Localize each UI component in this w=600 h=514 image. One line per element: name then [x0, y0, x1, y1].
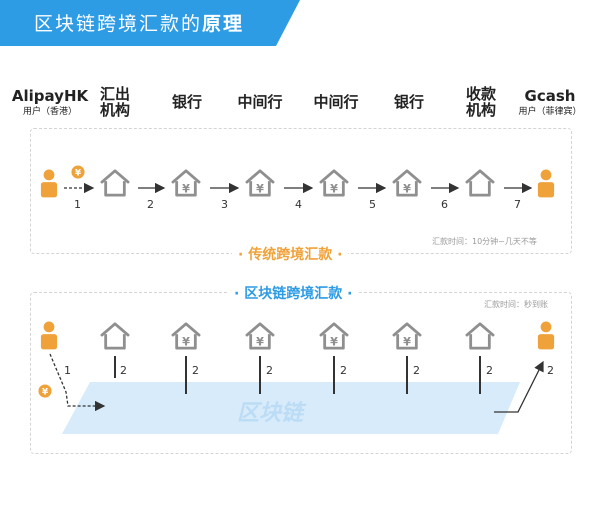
blockchain-plane: [62, 382, 520, 434]
blockchain-time-note: 汇款时间：秒到账: [484, 300, 548, 309]
step-number: 2: [340, 364, 347, 377]
house-icon: [100, 322, 130, 350]
title-bold: 原理: [202, 13, 245, 35]
column-label: 银行: [171, 93, 202, 111]
blockchain-label-text: 区块链跨境汇款: [244, 286, 343, 302]
step-number: 2: [486, 364, 493, 377]
bank-yen-icon: [392, 322, 422, 350]
step-number: 7: [514, 198, 521, 211]
column-remit-org: 汇出 机构: [90, 86, 140, 118]
column-label-2: 机构: [99, 101, 130, 119]
column-label: 银行: [393, 93, 424, 111]
column-bank-1: 银行: [162, 94, 212, 110]
bank-yen-icon: [171, 322, 201, 350]
column-label: 中间行: [313, 93, 359, 111]
column-intermediary-1: 中间行: [228, 94, 292, 110]
step-number: 5: [369, 198, 376, 211]
bank-yen-icon: [171, 169, 201, 197]
blockchain-watermark: 区块链: [237, 400, 307, 426]
receiver-person-icon: [537, 321, 555, 350]
traditional-time-note: 汇款时间：10分钟~几天不等: [432, 237, 537, 246]
column-receive-org: 收款 机构: [456, 86, 506, 118]
column-label: Gcash: [524, 87, 576, 105]
sender-person-icon: [40, 169, 58, 198]
step-number: 2: [192, 364, 199, 377]
sender-person-icon: [40, 321, 58, 350]
house-icon: [100, 169, 130, 197]
arrow-icon: [49, 353, 106, 412]
banner-shape: [0, 0, 300, 46]
house-icon: [465, 322, 495, 350]
page-title: 区块链跨境汇款的原理: [34, 9, 244, 36]
column-label-2: 机构: [465, 101, 496, 119]
step-number: 2: [120, 364, 127, 377]
bank-yen-icon: [319, 322, 349, 350]
column-label: 中间行: [237, 93, 283, 111]
bank-yen-icon: [319, 169, 349, 197]
step-number: 3: [221, 198, 228, 211]
column-label: 收款: [465, 85, 496, 103]
bank-yen-icon: [392, 169, 422, 197]
blockchain-label: · 区块链跨境汇款 ·: [228, 283, 359, 303]
column-alipayhk: AlipayHK 用户（香港）: [10, 88, 90, 120]
yen-coin-icon: [38, 384, 52, 398]
column-gcash: Gcash 用户（菲律宾）: [508, 88, 592, 120]
column-intermediary-2: 中间行: [304, 94, 368, 110]
column-label: 汇出: [99, 85, 130, 103]
step-number: 1: [74, 198, 81, 211]
step-number: 6: [441, 198, 448, 211]
column-label: AlipayHK: [11, 87, 89, 105]
column-sublabel: 用户（香港）: [22, 107, 77, 117]
bank-yen-icon: [245, 169, 275, 197]
yen-coin-icon: [71, 165, 85, 179]
column-sublabel: 用户（菲律宾）: [518, 107, 582, 117]
title-banner: 区块链跨境汇款的原理: [0, 0, 600, 46]
bank-yen-icon: [245, 322, 275, 350]
step-number: 2: [413, 364, 420, 377]
title-normal: 区块链跨境汇款的: [34, 13, 203, 35]
column-bank-2: 银行: [384, 94, 434, 110]
step-number: 2: [547, 364, 554, 377]
step-number: 2: [147, 198, 154, 211]
step-number: 1: [64, 364, 71, 377]
step-number: 2: [266, 364, 273, 377]
step-number: 4: [295, 198, 302, 211]
arrow-icon: [494, 360, 544, 413]
house-icon: [465, 169, 495, 197]
receiver-person-icon: [537, 169, 555, 198]
traditional-label-text: 传统跨境汇款: [248, 247, 333, 263]
traditional-label: · 传统跨境汇款 ·: [232, 244, 349, 264]
